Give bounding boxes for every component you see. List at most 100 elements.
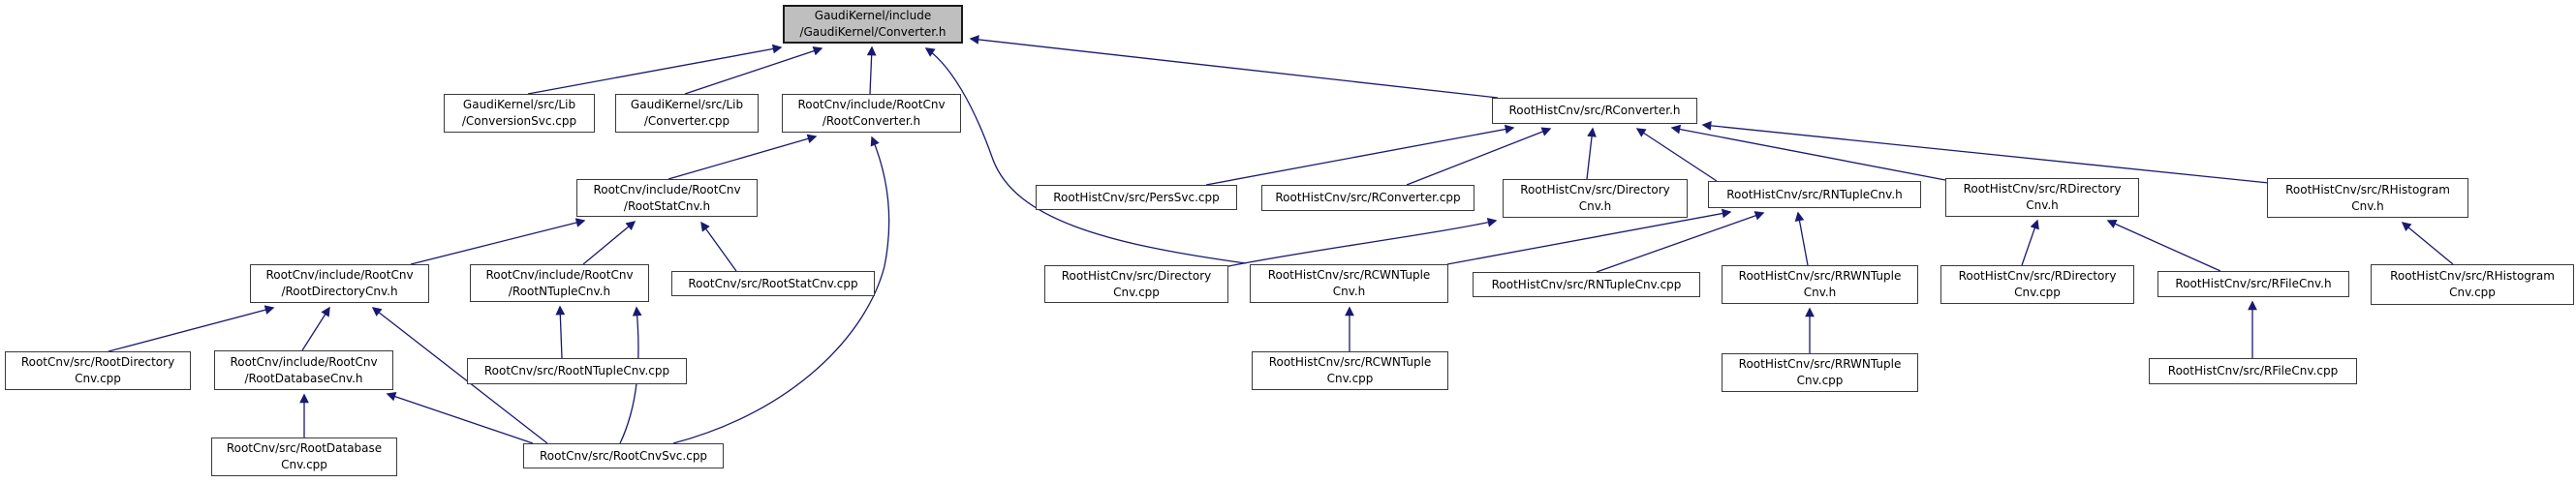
node-rconverter-h[interactable]: RootHistCnv/src/RConverter.h (1492, 98, 1697, 124)
edge-rntuplecnv-cpp->rntuplecnv-h (1596, 211, 1765, 273)
edge-rootntuplecnv-cpp->rootntuplecnv-h (555, 305, 566, 359)
node-label-line: GaudiKernel/src/Lib (462, 98, 576, 111)
node-label-line: RootHistCnv/src/RHistogram (2285, 182, 2450, 196)
edge-rntuplecnv-h->rconverter-h (1635, 128, 1718, 182)
node-label-line: RootCnv/include/RootCnv (230, 354, 378, 369)
node-label-line: RootCnv/src/RootDirectory (20, 355, 175, 369)
edge-rootcnvsvc-cpp->rootdirectorycnv-h (371, 307, 548, 444)
edge-rconverter-h->converter-h (969, 35, 1499, 99)
node-label-line: Cnv.cpp (75, 372, 121, 385)
node-converter-cpp[interactable]: GaudiKernel/src/Lib/Converter.cpp (615, 94, 759, 133)
node-label-line: Cnv.h (1578, 199, 1612, 213)
node-label-line: /Converter.cpp (643, 114, 730, 128)
edge-rootstatcnv-cpp->rootstatcnv-h (700, 221, 737, 272)
node-label-line: RootHistCnv/src/RFileCnv.cpp (2167, 364, 2339, 377)
node-label-line: RootHistCnv/src/RRWNTuple (1738, 269, 1902, 283)
edge-rcwntuplecnv-h->converter-h (924, 47, 1247, 264)
node-label-line: Cnv.h (2026, 198, 2059, 212)
edge-rootdirectorycnv-h->rootstatcnv-h (410, 218, 586, 265)
node-rootntuplecnv-h[interactable]: RootCnv/include/RootCnv/RootNTupleCnv.h (470, 264, 649, 302)
node-rootconverter-h[interactable]: RootCnv/include/RootCnv/RootConverter.h (782, 94, 961, 133)
node-label-line: RootHistCnv/src/RNTupleCnv.cpp (1491, 277, 1682, 291)
node-label-line: Cnv.cpp (1796, 374, 1844, 387)
node-rntuplecnv-cpp[interactable]: RootHistCnv/src/RNTupleCnv.cpp (1473, 272, 1700, 297)
edge-directorycnv-h->rconverter-h (1586, 127, 1597, 180)
node-label-line: RootHistCnv/src/Directory (1061, 268, 1212, 283)
edge-rootdatabasecnv-h->rootdirectorycnv-h (301, 306, 330, 351)
edge-rhistogramcnv-cpp->rhistogramcnv-h (2401, 222, 2454, 265)
edge-rhistogramcnv-h->rconverter-h (1701, 120, 2270, 184)
node-label-line: RootCnv/src/RootDatabase (226, 441, 383, 455)
node-label-line: RootCnv/include/RootCnv (485, 267, 634, 282)
node-label-line: RootHistCnv/src/RDirectory (1958, 269, 2117, 283)
node-converter-h[interactable]: GaudiKernel/include/GaudiKernel/Converte… (783, 5, 963, 44)
node-label-line: RootCnv/src/RootCnvSvc.cpp (539, 448, 708, 463)
node-rootntuplecnv-cpp[interactable]: RootCnv/src/RootNTupleCnv.cpp (467, 358, 687, 384)
node-rootdirectorycnv-h[interactable]: RootCnv/include/RootCnv/RootDirectoryCnv… (250, 264, 429, 303)
node-label-line: RootCnv/include/RootCnv (797, 98, 946, 111)
node-label-line: RootCnv/src/RootNTupleCnv.cpp (483, 364, 670, 377)
node-label-line: /RootConverter.h (822, 114, 921, 128)
node-label-line: Cnv.cpp (1113, 285, 1160, 299)
node-label-line: RootHistCnv/src/RConverter.h (1508, 104, 1681, 117)
node-rootstatcnv-cpp[interactable]: RootCnv/src/RootStatCnv.cpp (671, 271, 875, 296)
node-label-line: /RootStatCnv.h (623, 198, 711, 213)
node-rfilecnv-h[interactable]: RootHistCnv/src/RFileCnv.h (2157, 271, 2349, 297)
edge-rootcnvsvc-cpp->rootconverter-h (672, 136, 890, 444)
node-label-line: Cnv.h (2351, 198, 2384, 213)
node-label-line: /ConversionSvc.cpp (461, 114, 577, 128)
node-label-line: RootHistCnv/src/RCWNTuple (1268, 355, 1432, 369)
edge-perssvc-cpp->rconverter-h (1205, 124, 1515, 186)
node-label-line: /GaudiKernel/Converter.h (799, 25, 947, 39)
node-label-line: RootHistCnv/src/RHistogram (2390, 269, 2555, 283)
node-rfilecnv-cpp[interactable]: RootHistCnv/src/RFileCnv.cpp (2149, 358, 2357, 384)
edge-rdirectorycnv-cpp->rdirectorycnv-h (2021, 219, 2039, 266)
node-label-line: RootHistCnv/src/RConverter.cpp (1275, 191, 1461, 204)
node-rconverter-cpp[interactable]: RootHistCnv/src/RConverter.cpp (1261, 185, 1474, 211)
node-label-line: GaudiKernel/src/Lib (630, 98, 744, 111)
node-perssvc-cpp[interactable]: RootHistCnv/src/PersSvc.cpp (1036, 185, 1237, 210)
edge-conversionsvc-cpp->converter-h (527, 44, 783, 95)
node-label-line: Cnv.cpp (281, 458, 327, 471)
node-label-line: RootHistCnv/src/RRWNTuple (1738, 357, 1902, 371)
node-rntuplecnv-h[interactable]: RootHistCnv/src/RNTupleCnv.h (1708, 181, 1921, 208)
edge-rootntuplecnv-h->rootstatcnv-h (582, 221, 636, 265)
edge-rrwntuplecnv-h->rntuplecnv-h (1794, 211, 1809, 266)
node-label-line: Cnv.cpp (1326, 372, 1374, 385)
edge-rdirectorycnv-h->rconverter-h (1670, 124, 1946, 181)
node-label-line: Cnv.h (1803, 286, 1837, 299)
node-label-line: RootHistCnv/src/RNTupleCnv.h (1726, 187, 1903, 201)
edge-rfilecnv-h->rdirectorycnv-h (2106, 219, 2221, 272)
edge-rootdirectorycnv-cpp->rootdirectorycnv-h (108, 305, 275, 352)
node-label-line: RootCnv/src/RootStatCnv.cpp (688, 276, 858, 290)
edge-rootconverter-h->converter-h (866, 45, 877, 95)
node-label-line: GaudiKernel/include (814, 9, 932, 22)
node-rootdatabasecnv-h[interactable]: RootCnv/include/RootCnv/RootDatabaseCnv.… (214, 350, 393, 390)
node-label-line: RootHistCnv/src/RCWNTuple (1267, 268, 1431, 282)
node-label-line: Cnv.h (1332, 285, 1366, 298)
edge-rcwntuplecnv-h->rntuplecnv-h (1446, 208, 1732, 265)
node-rootcnvsvc-cpp[interactable]: RootCnv/src/RootCnvSvc.cpp (523, 443, 724, 468)
node-conversionsvc-cpp[interactable]: GaudiKernel/src/Lib/ConversionSvc.cpp (444, 94, 595, 133)
node-label-line: RootCnv/include/RootCnv (265, 268, 414, 282)
edge-rootcnvsvc-cpp->rootdatabasecnv-h (386, 392, 534, 444)
node-rootstatcnv-h[interactable]: RootCnv/include/RootCnv/RootStatCnv.h (576, 179, 758, 217)
node-label-line: RootHistCnv/src/PersSvc.cpp (1053, 190, 1220, 204)
node-label-line: RootHistCnv/src/RDirectory (1963, 182, 2122, 196)
node-label-line: RootHistCnv/src/RFileCnv.h (2175, 277, 2332, 290)
edge-rootstatcnv-h->rootconverter-h (667, 134, 818, 180)
